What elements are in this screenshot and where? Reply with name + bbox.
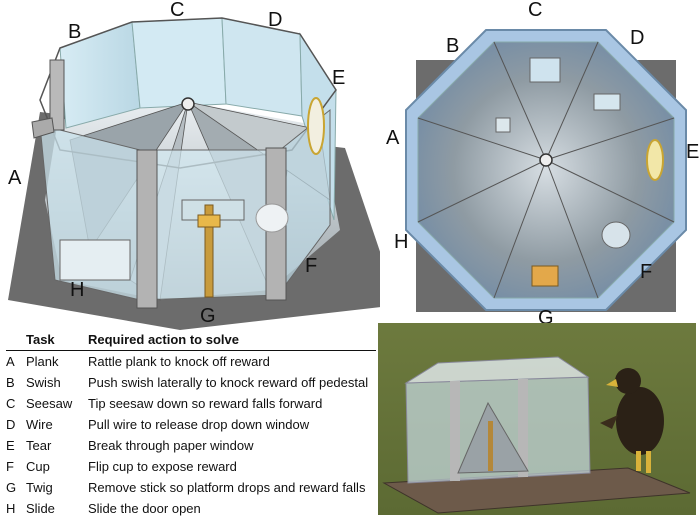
row-letter: H [6,501,16,516]
table-row: F Cup Flip cup to expose reward [6,457,376,477]
row-action: Remove stick so platform drops and rewar… [88,480,366,495]
row-task: Swish [26,375,61,390]
top-label-c: C [528,0,543,21]
paper-window [307,97,325,155]
row-task: Wire [26,417,53,432]
hawk [600,368,664,473]
row-action: Rattle plank to knock off reward [88,354,270,369]
top-paper-window [646,139,664,181]
row-letter: E [6,438,15,453]
persp-label-e: E [332,67,346,89]
task-table-header: Task Required action to solve [6,330,376,351]
row-action: Slide the door open [88,501,201,516]
pillar-back-left [49,59,65,131]
top-wire-box [593,93,621,111]
row-action: Tip seesaw down so reward falls forward [88,396,323,411]
twig-stick [204,204,214,298]
table-row: D Wire Pull wire to release drop down wi… [6,415,376,435]
back-wall-c [131,17,227,109]
pillar-left [136,149,158,309]
row-task: Slide [26,501,55,516]
table-row: B Swish Push swish laterally to knock re… [6,373,376,393]
top-label-e: E [686,141,700,163]
row-action: Push swish laterally to knock reward off… [88,375,369,390]
row-letter: A [6,354,15,369]
top-pedestal [495,117,511,133]
perspective-apparatus-illustration [8,17,398,330]
top-label-f: F [640,261,653,283]
row-task: Twig [26,480,53,495]
top-seesaw [529,57,561,83]
row-task: Tear [26,438,52,453]
row-task: Seesaw [26,396,73,411]
row-task: Cup [26,459,50,474]
persp-label-h: H [70,279,85,301]
row-letter: B [6,375,15,390]
twig-top [197,214,221,228]
cup-f [255,203,289,233]
row-action: Flip cup to expose reward [88,459,237,474]
plank-a [31,117,55,139]
top-center-hub [539,153,553,167]
table-row: G Twig Remove stick so platform drops an… [6,478,376,498]
persp-label-b: B [68,21,82,43]
top-label-d: D [630,27,645,49]
header-action: Required action to solve [88,332,239,347]
apparatus-photo [378,323,696,515]
row-action: Pull wire to release drop down window [88,417,310,432]
persp-label-a: A [8,167,22,189]
row-letter: F [6,459,14,474]
row-letter: G [6,480,17,495]
table-row: E Tear Break through paper window [6,436,376,456]
top-apparatus-illustration [405,29,687,312]
slide-door [59,239,131,281]
photo-pillar-1 [450,381,460,481]
row-task: Plank [26,354,59,369]
row-letter: C [6,396,16,411]
table-row: H Slide Slide the door open [6,499,376,519]
table-row: A Plank Rattle plank to knock off reward [6,352,376,372]
perspective-view: A B C D E F G H [0,0,398,330]
header-task: Task [26,332,55,347]
top-label-h: H [394,231,409,253]
persp-label-g: G [200,305,216,327]
task-table: Task Required action to solve A Plank Ra… [6,330,376,519]
table-row: C Seesaw Tip seesaw down so reward falls… [6,394,376,414]
photo-illustration [378,323,696,515]
persp-label-c: C [170,0,185,21]
top-radial-dividers [417,41,675,299]
row-letter: D [6,417,16,432]
top-twig-platform [531,265,559,287]
photo-twig [488,421,493,471]
photo-pillar-2 [518,379,528,477]
persp-label-f: F [305,255,318,277]
persp-label-d: D [268,9,283,31]
top-label-b: B [446,35,460,57]
row-action: Break through paper window [88,438,254,453]
top-label-a: A [386,127,400,149]
top-view: A B C D E F G H [380,0,700,330]
top-cup [601,221,631,249]
center-hub [181,97,195,111]
